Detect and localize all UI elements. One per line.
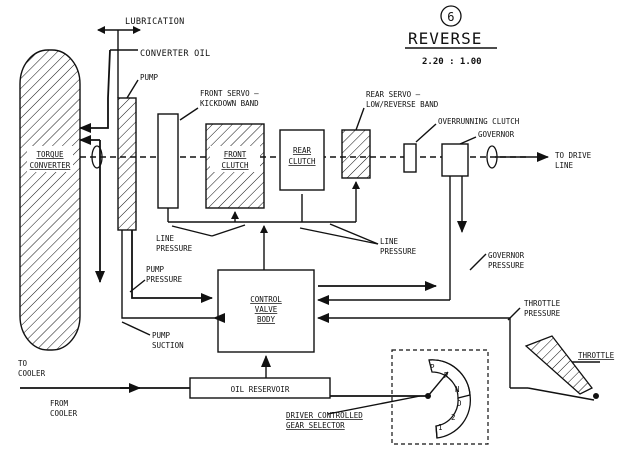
throttle-pressure-flow: THROTTLE PRESSURE (317, 299, 561, 389)
front-clutch: FRONT CLUTCH (205, 123, 265, 209)
step-number-circle (440, 5, 462, 27)
control-valve-label-1: CONTROL (250, 295, 282, 304)
rear-servo-label-2: LOW/REVERSE BAND (366, 100, 439, 109)
driver-selector-label-2: GEAR SELECTOR (286, 421, 345, 430)
governor-label: GOVERNOR (478, 130, 515, 139)
to-drive-line-label-1: TO DRIVE (555, 151, 592, 160)
pump-suction-label-1: PUMP (152, 331, 171, 340)
torque-converter-label-2: CONVERTER (30, 161, 71, 170)
driver-selector-label-1: DRIVER CONTROLLED (286, 411, 363, 420)
line-pressure-left-2: PRESSURE (156, 244, 193, 253)
rear-clutch: REAR CLUTCH (279, 129, 325, 191)
title-block: 6 REVERSE 2.20 : 1.00 (405, 5, 497, 67)
torque-converter: TORQUE CONVERTER (19, 49, 81, 351)
from-cooler-label-2: COOLER (50, 409, 78, 418)
converter-oil-flow: CONVERTER OIL (79, 49, 210, 145)
cooler-lines: TO COOLER FROM COOLER (18, 140, 190, 418)
gear-selector: P R N D 2 1 DRIVER CONTROLLED GEAR SELEC… (286, 349, 489, 445)
throttle-pedal: THROTTLE (524, 335, 615, 401)
control-valve-label-3: BODY (257, 315, 276, 324)
overrunning-clutch-label: OVERRUNNING CLUTCH (438, 117, 520, 126)
gear-r: R (444, 371, 449, 380)
mode-title: REVERSE (408, 29, 482, 48)
lubrication-flow: LUBRICATION (97, 17, 185, 98)
front-clutch-label-2: CLUTCH (221, 161, 249, 170)
throttle-pressure-label-1: THROTTLE (524, 299, 561, 308)
line-pressure-left-1: LINE (156, 234, 175, 243)
pump-pressure-label-1: PUMP (146, 265, 165, 274)
torque-converter-label-1: TORQUE (36, 150, 64, 159)
gear-n: N (455, 385, 460, 394)
converter-oil-label: CONVERTER OIL (140, 49, 210, 59)
from-cooler-label-1: FROM (50, 399, 69, 408)
throttle-label: THROTTLE (578, 351, 615, 360)
pump-lines: PUMP PRESSURE PUMP SUCTION (121, 230, 225, 350)
rear-servo-label-1: REAR SERVO — (366, 90, 421, 99)
line-pressure-right-1: LINE (380, 237, 399, 246)
gear-1: 1 (438, 423, 443, 432)
line-pressure-manifold: LINE PRESSURE LINE PRESSURE (156, 181, 417, 270)
front-servo-label-2: KICKDOWN BAND (200, 99, 259, 108)
pump-pressure-label-2: PRESSURE (146, 275, 183, 284)
governor-pressure-flow: GOVERNOR PRESSURE (317, 176, 525, 305)
governor-pressure-label-1: GOVERNOR (488, 251, 525, 260)
step-number: 6 (447, 10, 455, 24)
pump: PUMP (117, 73, 159, 231)
rear-servo: REAR SERVO — LOW/REVERSE BAND (341, 90, 439, 179)
to-cooler-label-2: COOLER (18, 369, 46, 378)
pump-suction-label-2: SUCTION (152, 341, 184, 350)
front-clutch-label-1: FRONT (224, 150, 247, 159)
governor-pressure-label-2: PRESSURE (488, 261, 525, 270)
rear-clutch-label-1: REAR (293, 146, 312, 155)
control-valve-label-2: VALVE (255, 305, 278, 314)
oil-reservoir-label: OIL RESERVOIR (231, 385, 290, 394)
gear-ratio: 2.20 : 1.00 (422, 57, 482, 67)
pump-label: PUMP (140, 73, 159, 82)
oil-reservoir: OIL RESERVOIR (189, 355, 331, 399)
front-servo: FRONT SERVO — KICKDOWN BAND (157, 89, 259, 209)
gear-d: D (457, 399, 462, 408)
gear-p: P (430, 363, 435, 372)
line-pressure-right-2: PRESSURE (380, 247, 417, 256)
overrunning-clutch: OVERRUNNING CLUTCH (403, 117, 520, 173)
lubrication-label: LUBRICATION (125, 17, 185, 27)
front-servo-label-1: FRONT SERVO — (200, 89, 259, 98)
input-seal-icon (91, 145, 103, 169)
governor: GOVERNOR (441, 130, 515, 177)
rear-clutch-label-2: CLUTCH (288, 157, 316, 166)
to-cooler-label-1: TO (18, 359, 28, 368)
control-valve-body: CONTROL VALVE BODY (217, 269, 315, 353)
to-drive-line-label-2: LINE (555, 161, 574, 170)
throttle-pressure-label-2: PRESSURE (524, 309, 561, 318)
gear-2: 2 (451, 413, 456, 422)
